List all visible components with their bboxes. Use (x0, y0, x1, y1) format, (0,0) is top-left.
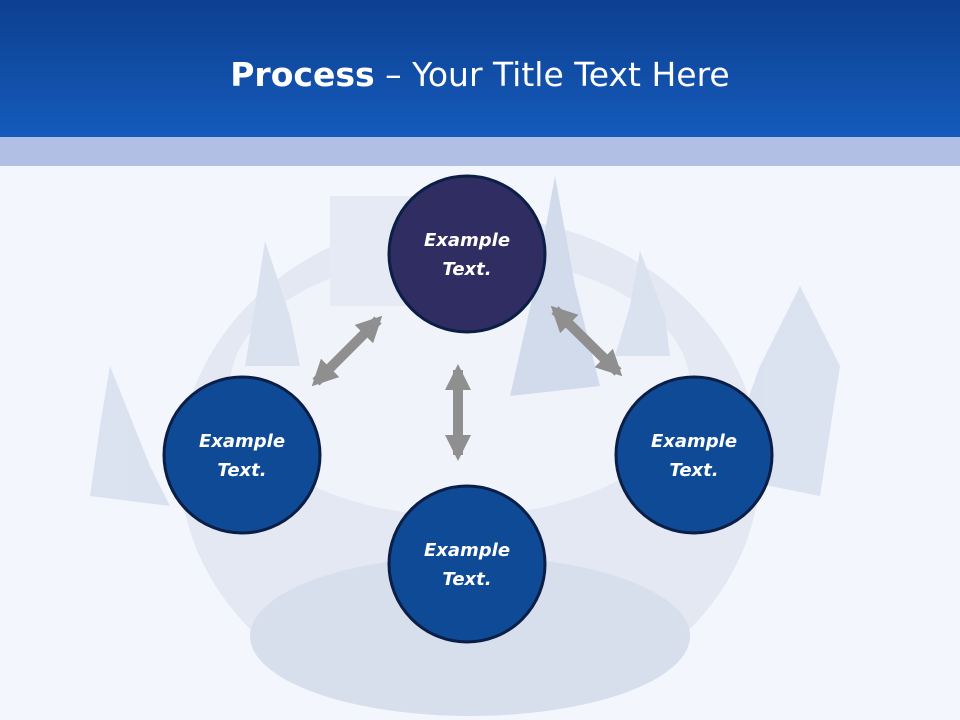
title-bold: Process (230, 55, 375, 94)
title-rest: – Your Title Text Here (374, 55, 730, 94)
node-left-line2: Text. (217, 460, 266, 481)
process-node-right: Example Text. (614, 375, 774, 535)
node-top-line2: Text. (442, 259, 491, 280)
arrow-top-left (311, 315, 383, 387)
title-bar (0, 0, 960, 137)
node-right-line1: Example (651, 431, 737, 452)
arrow-top-right (550, 305, 623, 377)
slide-title: Process – Your Title Text Here (0, 52, 960, 98)
process-node-left: Example Text. (162, 375, 322, 535)
node-bottom-line2: Text. (442, 569, 491, 590)
node-bottom-line1: Example (424, 540, 510, 561)
node-right-line2: Text. (669, 460, 718, 481)
title-underline-band (0, 137, 960, 166)
process-node-top: Example Text. (387, 174, 547, 334)
node-top-line1: Example (424, 230, 510, 251)
process-node-bottom: Example Text. (387, 484, 547, 644)
node-left-line1: Example (199, 431, 285, 452)
